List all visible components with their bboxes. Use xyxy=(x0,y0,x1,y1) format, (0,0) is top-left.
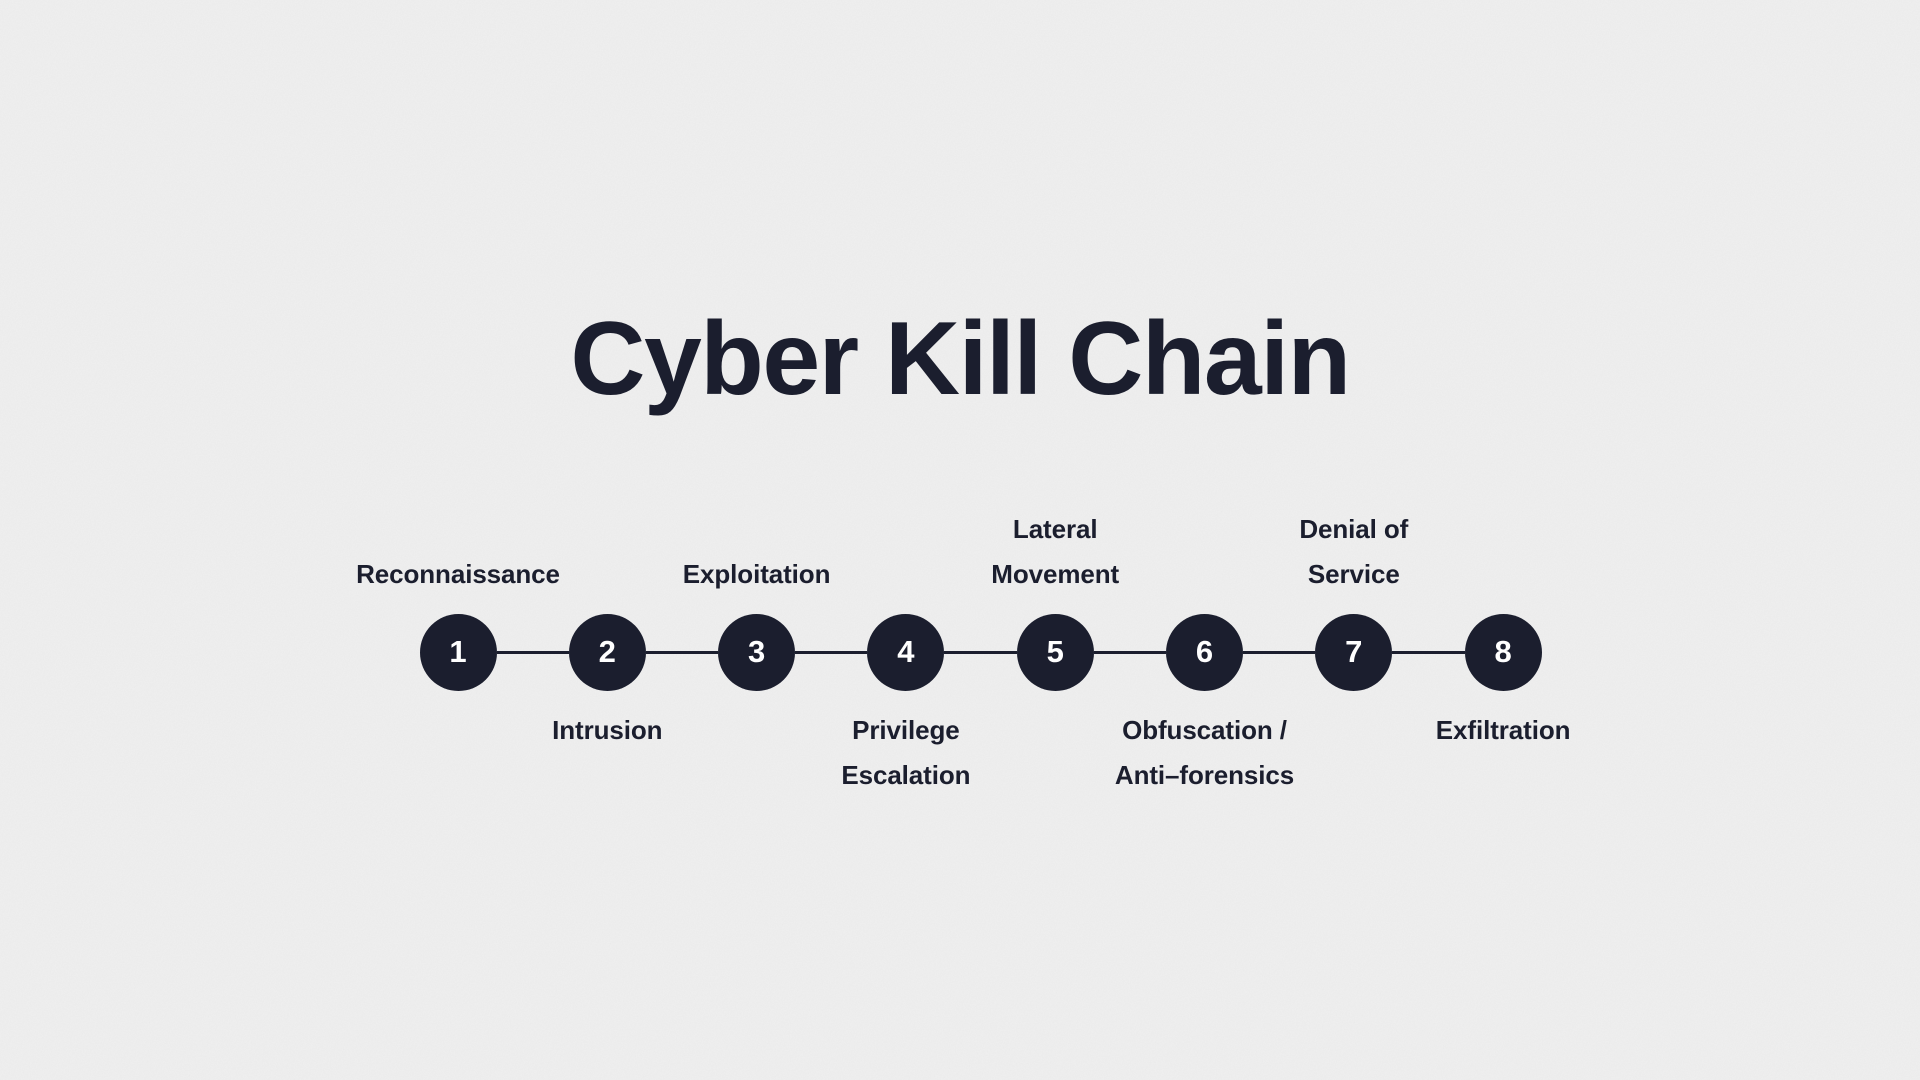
stage-label-line: Lateral xyxy=(1012,514,1098,544)
chain-node-number: 2 xyxy=(598,634,616,669)
chain-node-number: 7 xyxy=(1345,634,1363,669)
page-title: Cyber Kill Chain xyxy=(570,300,1351,417)
chain-node-5[interactable]: 5 xyxy=(1016,614,1094,691)
chain-connector xyxy=(944,651,1017,654)
chain-connector xyxy=(795,651,868,654)
stage-label-line: Movement xyxy=(991,559,1120,589)
stage-label-line: Obfuscation / xyxy=(1122,715,1287,745)
stage-label-line: Escalation xyxy=(841,760,971,790)
stage-label-1: Reconnaissance xyxy=(308,552,608,597)
stage-label-line: Reconnaissance xyxy=(356,559,560,589)
stage-label-line: Denial of xyxy=(1299,514,1409,544)
chain-node-number: 5 xyxy=(1046,634,1064,669)
chain-node-number: 1 xyxy=(449,634,467,669)
chain-node-3[interactable]: 3 xyxy=(718,614,796,691)
stage-label-line: Service xyxy=(1307,559,1400,589)
chain-node-number: 4 xyxy=(897,634,915,669)
chain-node-7[interactable]: 7 xyxy=(1315,614,1393,691)
stage-label-line: Exfiltration xyxy=(1435,715,1571,745)
chain-node-number: 8 xyxy=(1494,634,1512,669)
chain-connector xyxy=(645,651,719,654)
chain-node-number: 6 xyxy=(1195,634,1214,669)
chain-node-1[interactable]: 1 xyxy=(419,614,497,691)
stage-label-line: Anti–forensics xyxy=(1114,760,1295,790)
chain-node-2[interactable]: 2 xyxy=(568,614,646,691)
chain-connector xyxy=(496,651,569,654)
stage-label-line: Exploitation xyxy=(682,559,831,589)
stage-label-7: Denial of Service xyxy=(1204,507,1504,597)
stage-label-8: Exfiltration xyxy=(1353,708,1653,753)
stage-label-6: Obfuscation / Anti–forensics xyxy=(1055,708,1355,798)
chain-node-8[interactable]: 8 xyxy=(1464,614,1542,691)
stage-label-line: Privilege xyxy=(852,715,960,745)
stage-label-line: Intrusion xyxy=(552,715,663,745)
chain-connector xyxy=(1093,651,1166,654)
chain-connector xyxy=(1243,651,1316,654)
stage-label-3: Exploitation xyxy=(607,552,907,597)
chain-node-number: 3 xyxy=(747,634,766,669)
chain-connector xyxy=(1392,651,1465,654)
chain-node-4[interactable]: 4 xyxy=(867,614,945,691)
stage-label-2: Intrusion xyxy=(457,708,757,753)
chain-node-6[interactable]: 6 xyxy=(1166,614,1243,691)
